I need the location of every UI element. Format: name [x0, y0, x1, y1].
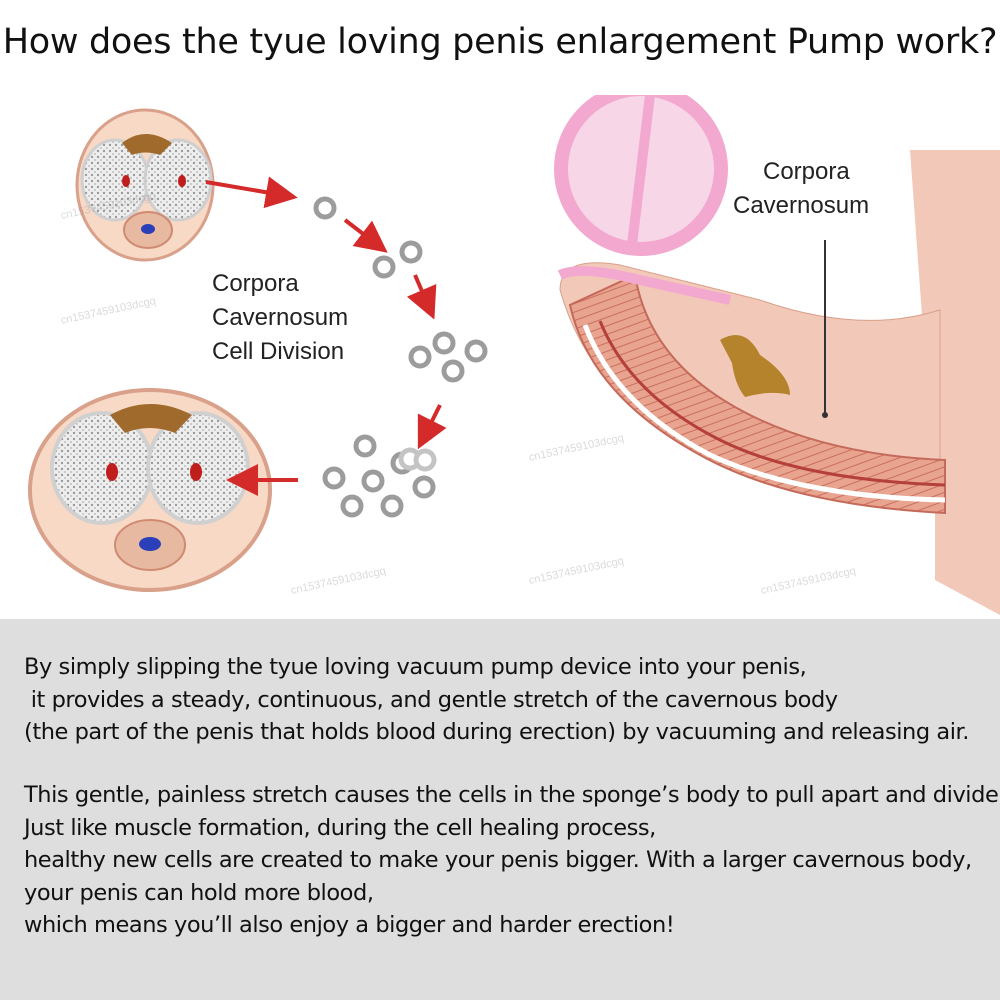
- description-paragraph-1: By simply slipping the tyue loving vacuu…: [24, 651, 994, 749]
- diagram: Corpora Cavernosum Cell Division Corpora…: [0, 95, 1000, 620]
- cell-division-label: Corpora Cavernosum Cell Division: [212, 267, 348, 369]
- diagram-graphic: [28, 95, 1000, 615]
- description-line: This gentle, painless stretch causes the…: [24, 782, 1000, 808]
- description-line: (the part of the penis that holds blood …: [24, 719, 969, 745]
- description-line: By simply slipping the tyue loving vacuu…: [24, 654, 807, 680]
- dividing-cells: [313, 196, 488, 518]
- penis-illustration: [554, 95, 1000, 615]
- description-line: your penis can hold more blood,: [24, 879, 374, 906]
- cell-division-label-line: Cavernosum: [212, 304, 349, 331]
- corpora-label-line: Cavernosum: [733, 192, 870, 219]
- description-line: healthy new cells are created to make yo…: [24, 847, 972, 873]
- description-panel: By simply slipping the tyue loving vacuu…: [0, 619, 1000, 1000]
- corpora-label: Corpora Cavernosum: [733, 155, 869, 223]
- description-paragraph-2: This gentle, painless stretch causes the…: [24, 779, 1000, 942]
- description-line: which means you’ll also enjoy a bigger a…: [24, 912, 675, 938]
- description-line: Just like muscle formation, during the c…: [24, 814, 656, 841]
- page-title: How does the tyue loving penis enlargeme…: [2, 22, 998, 62]
- cross-section-large: [28, 388, 272, 592]
- arrows: [205, 176, 447, 496]
- cell-division-label-line: Cell Division: [212, 338, 345, 365]
- cell-division-label-line: Corpora: [212, 270, 299, 297]
- corpora-label-line: Corpora: [763, 158, 850, 185]
- description-line: it provides a steady, continuous, and ge…: [24, 686, 838, 713]
- cross-section-small: [75, 108, 215, 262]
